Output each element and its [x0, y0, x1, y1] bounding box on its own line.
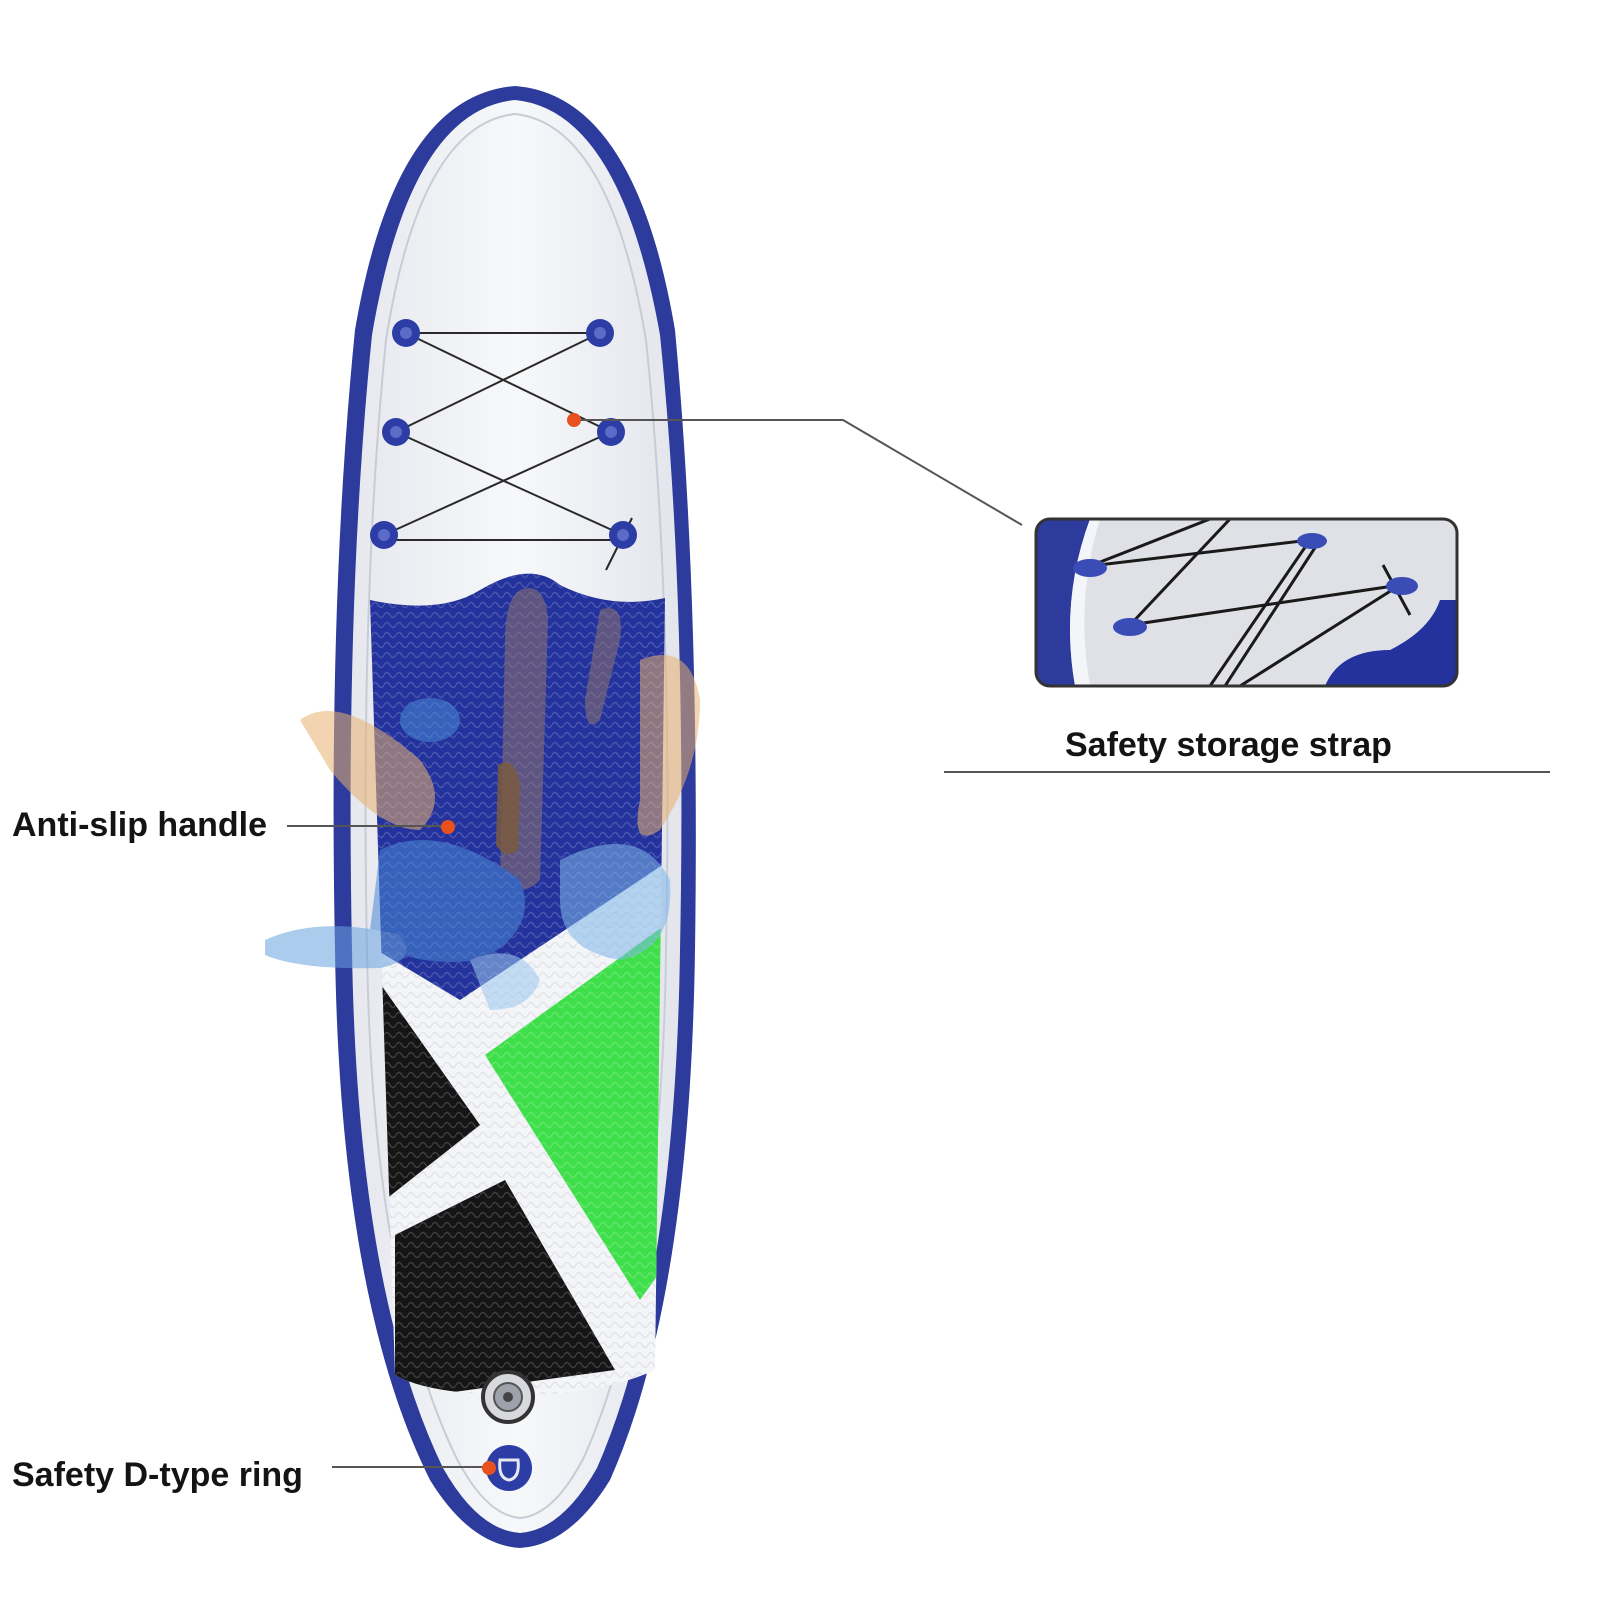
board-seam	[364, 112, 669, 1520]
anti-slip-handle-label: Anti-slip handle	[12, 806, 267, 844]
safety-d-ring-label: Safety D-type ring	[12, 1456, 303, 1494]
rear-d-ring-icon	[486, 1445, 532, 1491]
strap-leader-line	[572, 419, 1023, 526]
strap-marker-dot	[567, 413, 581, 427]
ring-marker-dot	[482, 1461, 496, 1475]
watermark-logo	[265, 588, 700, 1010]
strap-detail-inset	[1034, 517, 1459, 688]
paddle-board	[265, 86, 700, 1548]
callout-leaders	[287, 419, 1550, 1468]
d-ring-pad-icon	[370, 319, 637, 549]
safety-storage-strap-label: Safety storage strap	[1065, 726, 1392, 764]
air-valve-icon	[481, 1370, 535, 1424]
inset-frame	[1034, 517, 1459, 688]
callout-markers	[441, 413, 581, 1475]
handle-marker-dot	[441, 820, 455, 834]
bungee-cords	[383, 332, 633, 571]
carry-handle-icon	[496, 762, 520, 854]
